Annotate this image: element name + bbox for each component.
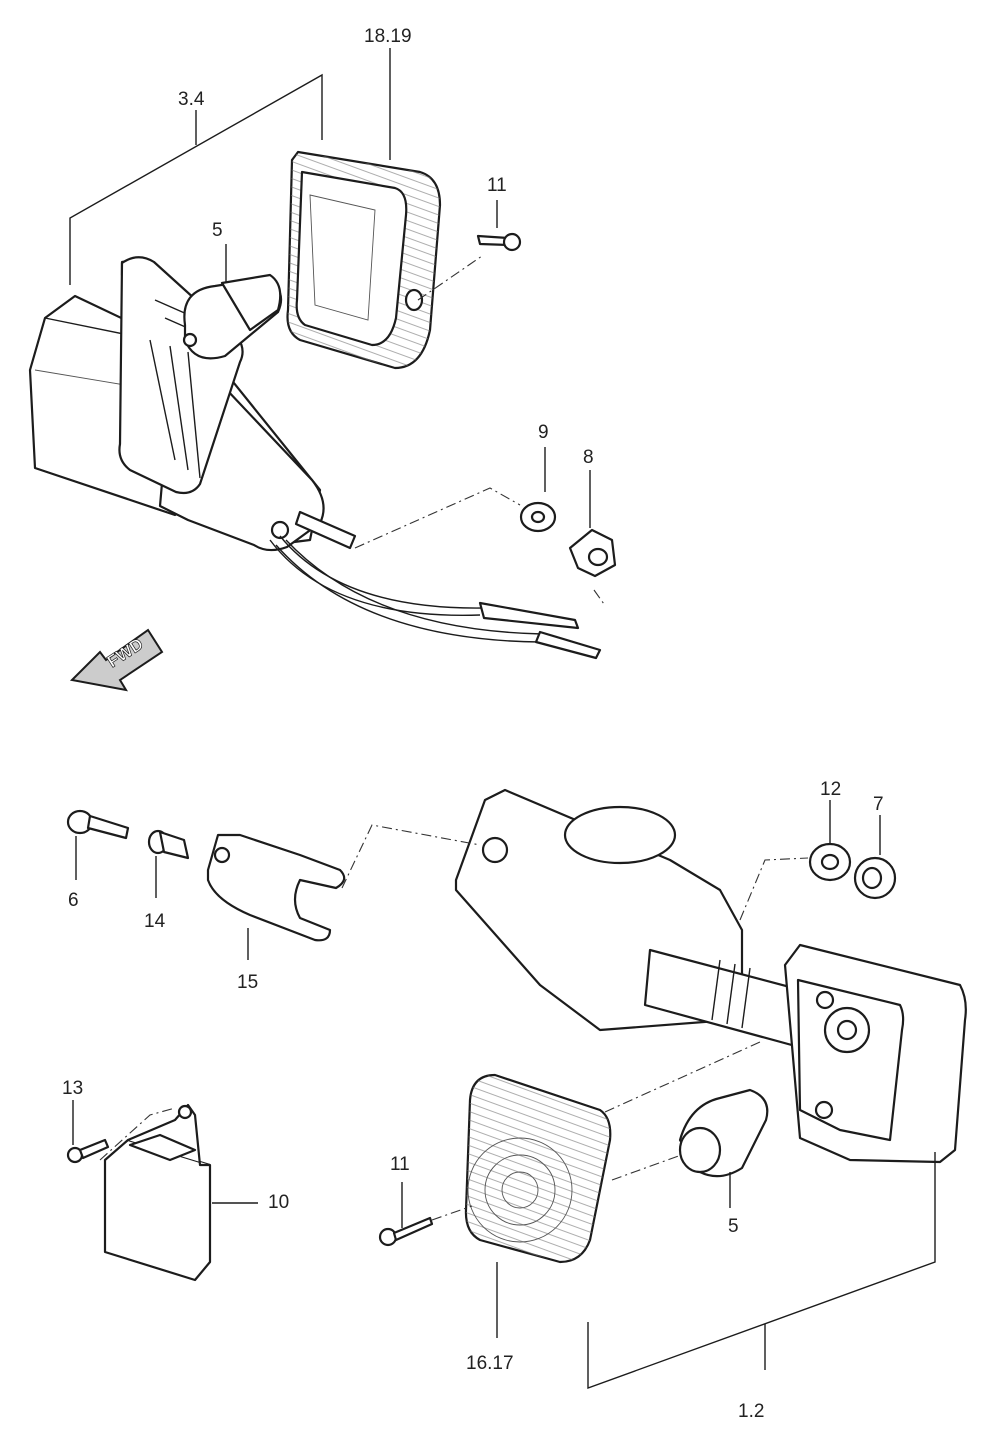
label-16-17: 16.17: [466, 1353, 514, 1374]
leader-8-down: [593, 589, 605, 605]
leader-11-top-to-lens: [417, 255, 483, 301]
label-1-2: 1.2: [738, 1401, 765, 1422]
upper-screw-11: [476, 232, 522, 252]
upper-stud: [270, 510, 357, 550]
lower-turn-signal-assembly: [454, 788, 967, 1164]
upper-lens: [286, 150, 442, 370]
label-6: 6: [68, 890, 79, 911]
label-10: 10: [268, 1192, 290, 1213]
bracket-3-4: [69, 73, 323, 285]
label-14: 14: [144, 911, 166, 932]
lower-lens: [464, 1073, 612, 1264]
upper-wires: [269, 535, 602, 660]
label-12: 12: [820, 779, 842, 800]
clamp-15: [206, 833, 346, 942]
relay-10: [103, 1103, 212, 1282]
collar-14: [147, 829, 190, 860]
bracket-1-2: [587, 1152, 936, 1389]
washer-12: [808, 842, 852, 882]
leader-stud-9: [354, 487, 521, 549]
washer-9: [519, 501, 557, 533]
label-15: 15: [237, 972, 259, 993]
leader-lens-to-bulb: [611, 1149, 696, 1181]
screw-6: [66, 809, 130, 840]
upper-bulb: [182, 273, 283, 360]
leader-13-to-relay: [99, 1107, 176, 1161]
label-13: 13: [62, 1078, 84, 1099]
lower-bulb: [678, 1088, 769, 1178]
label-8: 8: [583, 447, 594, 468]
label-18-19: 18.19: [364, 26, 412, 47]
label-11-bot: 11: [390, 1154, 410, 1175]
label-3-4: 3.4: [178, 89, 205, 110]
fwd-arrow-icon: FWD: [69, 628, 164, 692]
label-11-top: 11: [487, 175, 507, 196]
label-7: 7: [873, 794, 884, 815]
screw-13: [66, 1138, 110, 1164]
nut-7: [853, 856, 897, 900]
leader-15-to-block: [341, 824, 481, 889]
label-9: 9: [538, 422, 549, 443]
leader-12-to-block: [739, 857, 809, 921]
nut-8: [568, 528, 617, 578]
leader-lens-to-housing-top: [604, 1041, 761, 1113]
label-5-bot: 5: [728, 1216, 739, 1237]
lower-screw-11: [378, 1216, 434, 1247]
label-5-top: 5: [212, 220, 223, 241]
leader-screw-to-lens: [431, 1205, 473, 1221]
